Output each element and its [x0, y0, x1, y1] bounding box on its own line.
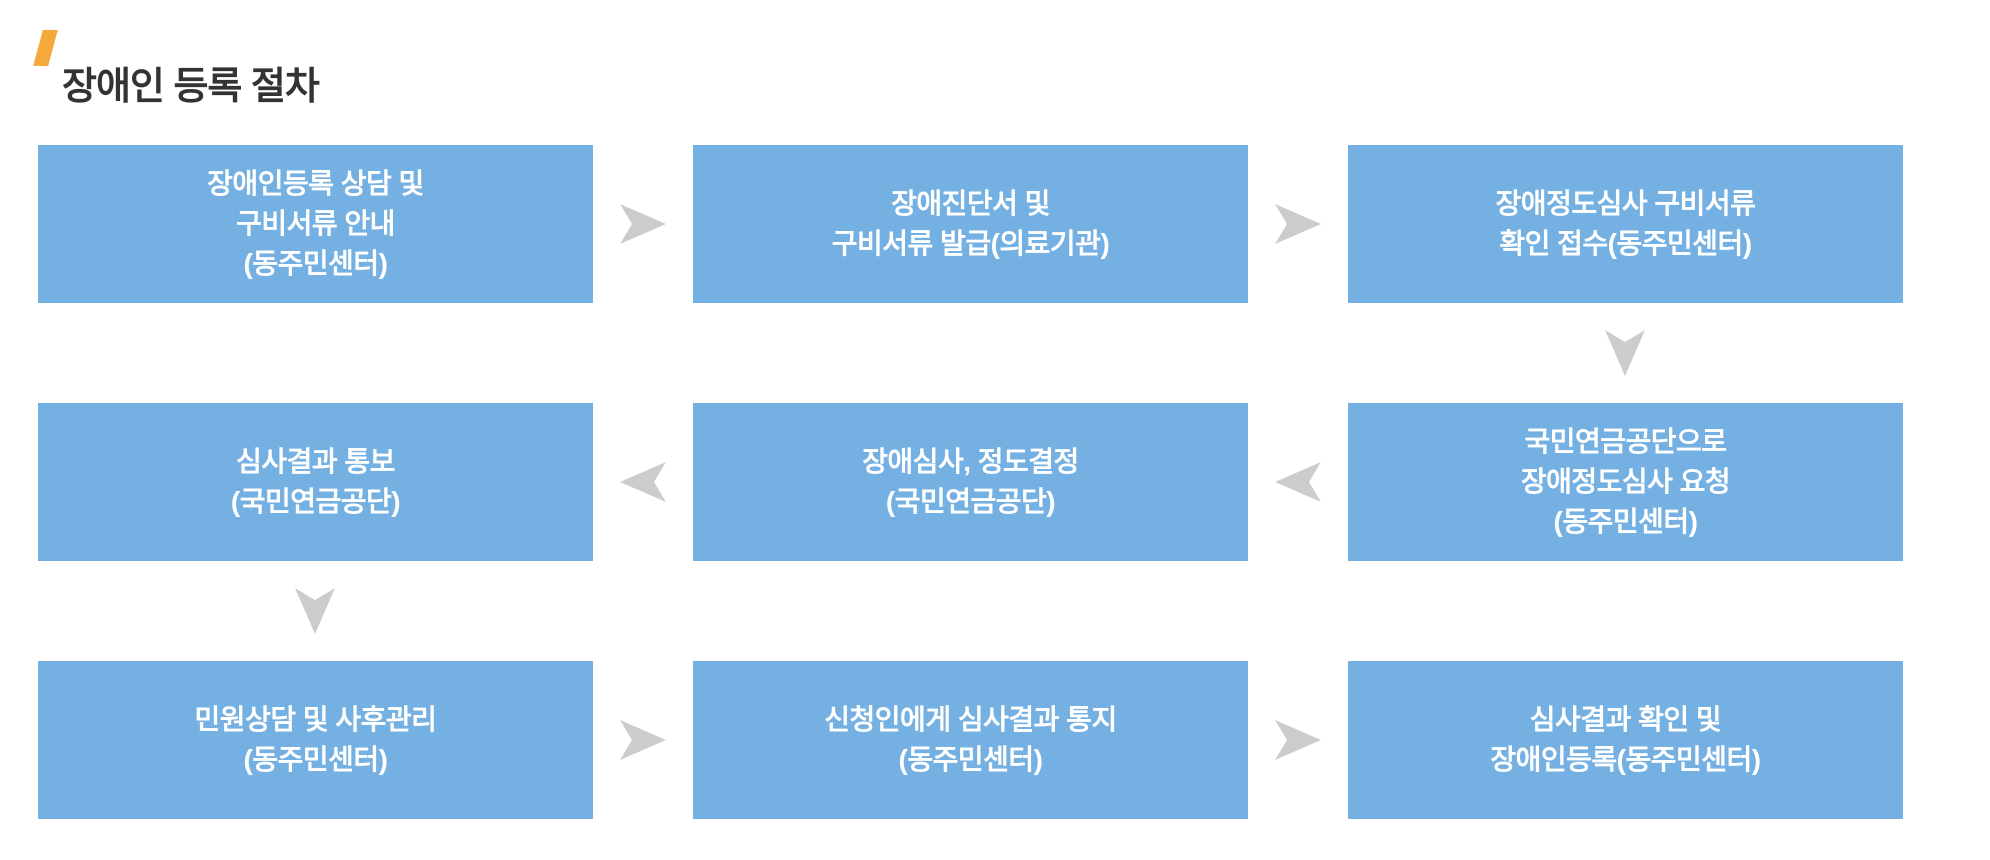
arrow-down-icon: [1605, 330, 1645, 376]
step-box-8: 신청인에게 심사결과 통지 (동주민센터): [693, 661, 1248, 819]
step-label-1: 장애인등록 상담 및 구비서류 안내 (동주민센터): [207, 168, 424, 279]
step-box-3: 장애정도심사 구비서류 확인 접수(동주민센터): [1348, 145, 1903, 303]
step-label-7: 민원상담 및 사후관리 (동주민센터): [194, 704, 437, 775]
step-box-4: 국민연금공단으로 장애정도심사 요청 (동주민센터): [1348, 403, 1903, 561]
step-box-9: 심사결과 확인 및 장애인등록(동주민센터): [1348, 661, 1903, 819]
step-label-2: 장애진단서 및 구비서류 발급(의료기관): [831, 188, 1110, 259]
arrow-right-icon: [620, 720, 666, 760]
step-label-3: 장애정도심사 구비서류 확인 접수(동주민센터): [1495, 188, 1756, 259]
step-box-5: 장애심사, 정도결정 (국민연금공단): [693, 403, 1248, 561]
arrow-left-icon: [1275, 462, 1321, 502]
step-box-2: 장애진단서 및 구비서류 발급(의료기관): [693, 145, 1248, 303]
arrow-right-icon: [1275, 204, 1321, 244]
page-title: 장애인 등록 절차: [62, 66, 320, 109]
title-accent-marker-icon: [33, 30, 58, 66]
step-label-9: 심사결과 확인 및 장애인등록(동주민센터): [1490, 704, 1761, 775]
arrow-left-icon: [620, 462, 666, 502]
step-box-6: 심사결과 통보 (국민연금공단): [38, 403, 593, 561]
step-box-7: 민원상담 및 사후관리 (동주민센터): [38, 661, 593, 819]
step-label-6: 심사결과 통보 (국민연금공단): [230, 446, 401, 517]
step-label-5: 장애심사, 정도결정 (국민연금공단): [862, 446, 1079, 517]
step-label-4: 국민연금공단으로 장애정도심사 요청 (동주민센터): [1520, 426, 1731, 537]
arrow-down-icon: [295, 588, 335, 634]
arrow-right-icon: [1275, 720, 1321, 760]
arrow-right-icon: [620, 204, 666, 244]
step-label-8: 신청인에게 심사결과 통지 (동주민센터): [824, 704, 1117, 775]
step-box-1: 장애인등록 상담 및 구비서류 안내 (동주민센터): [38, 145, 593, 303]
